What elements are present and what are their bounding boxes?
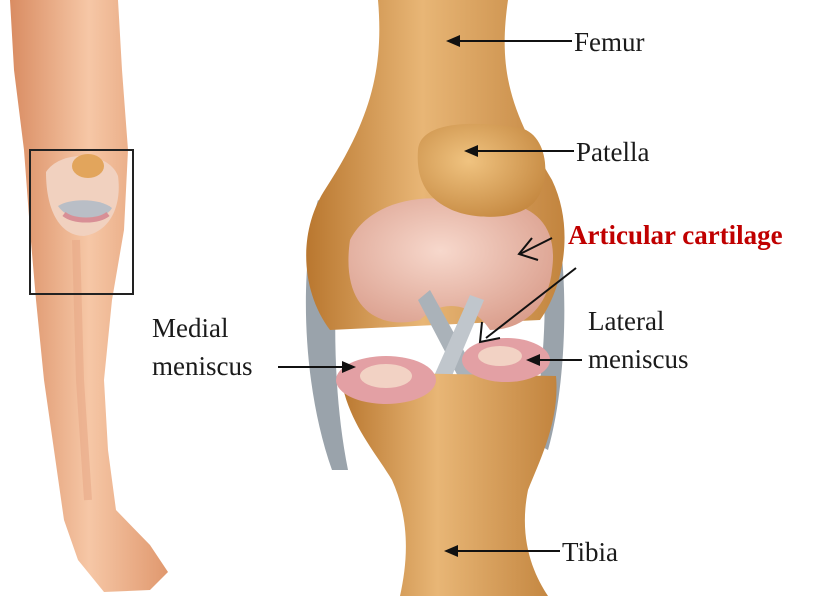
- lateral-meniscus-label-line2: meniscus: [588, 346, 689, 373]
- tibia-label: Tibia: [562, 539, 618, 566]
- lateral-meniscus-label-line1: Lateral: [588, 308, 664, 335]
- medial-meniscus-label-line1: Medial: [152, 315, 228, 342]
- articular-cartilage-label: Articular cartilage: [568, 222, 783, 249]
- medial-meniscus-label-line2: meniscus: [152, 353, 253, 380]
- knee-joint: [306, 0, 565, 596]
- patella-label: Patella: [576, 139, 649, 166]
- femur-label: Femur: [574, 29, 645, 56]
- leg-overview: [10, 0, 168, 592]
- tibia: [340, 372, 557, 596]
